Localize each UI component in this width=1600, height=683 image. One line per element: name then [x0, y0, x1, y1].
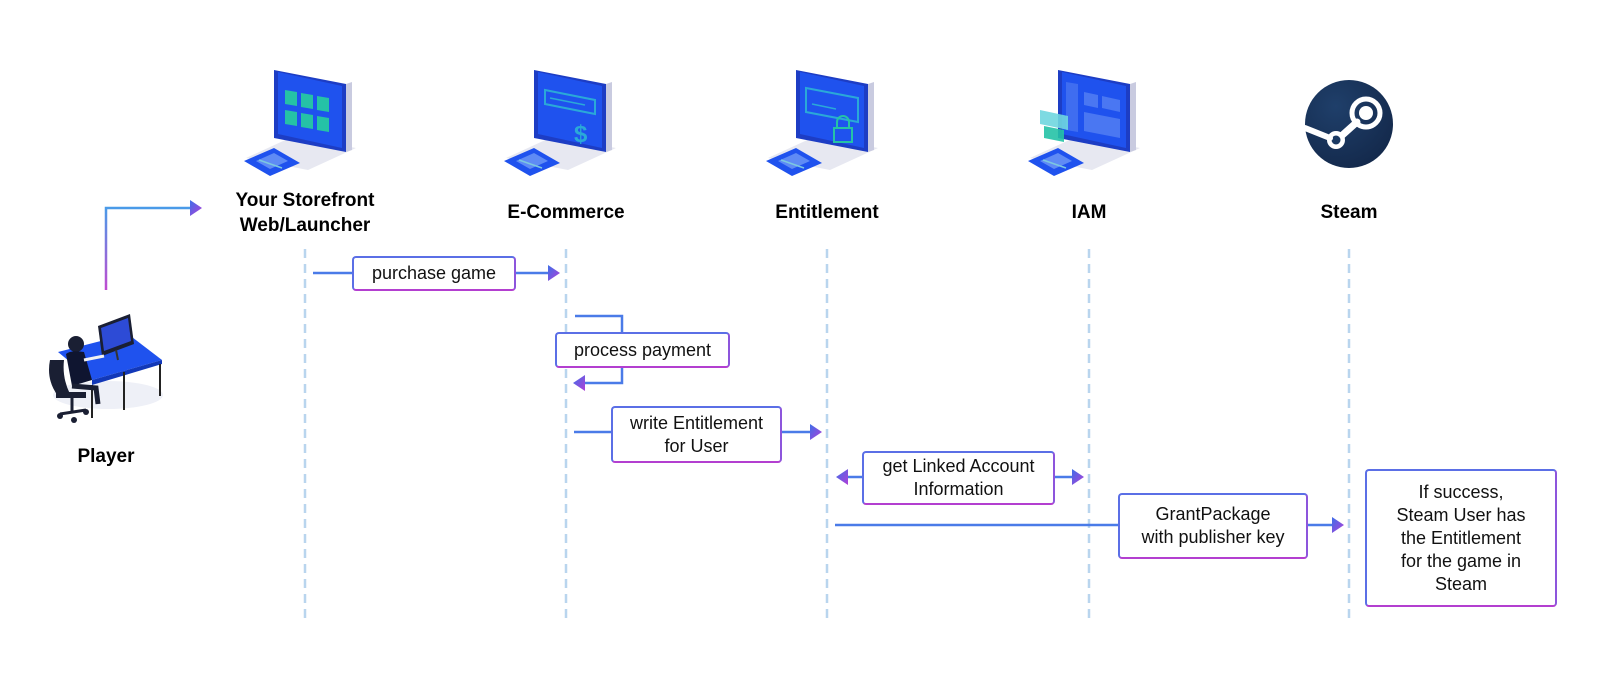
actor-label-ecommerce: E-Commerce [507, 202, 625, 223]
actor-label-player: Player [77, 446, 135, 467]
payment-monitor-icon: $ [504, 70, 616, 176]
dashboard-monitor-icon [1028, 70, 1140, 176]
arrowheads [548, 265, 1344, 533]
actor-label-steam: Steam [1320, 202, 1378, 223]
actor-label-storefront: Your Storefront Web/Launcher [235, 190, 375, 236]
lock-monitor-icon [766, 70, 878, 176]
actor-label-entitlement: Entitlement [775, 202, 879, 223]
arrowhead-icon [836, 469, 848, 485]
message-arrows [313, 271, 1332, 527]
arrowhead-icon [573, 375, 585, 391]
svg-text:$: $ [574, 121, 588, 148]
arrowhead-icon [1072, 469, 1084, 485]
arrowhead-icon [548, 265, 560, 281]
steam-logo-icon [1302, 80, 1393, 168]
message-linked-account: get Linked Account Information [862, 451, 1055, 505]
message-grant-package: GrantPackage with publisher key [1118, 493, 1308, 559]
message-purchase-game: purchase game [352, 256, 516, 291]
message-process-payment: process payment [555, 332, 730, 368]
storefront-monitor-icon [244, 70, 356, 176]
arrowhead-icon [1332, 517, 1344, 533]
note-result: If success, Steam User has the Entitleme… [1365, 469, 1557, 607]
arrowhead-icon [810, 424, 822, 440]
person-at-desk-icon [49, 314, 163, 423]
player-to-storefront-arrow [104, 200, 202, 290]
message-write-entitlement: write Entitlement for User [611, 406, 782, 463]
lifelines [303, 249, 1351, 622]
actor-label-iam: IAM [1071, 202, 1107, 223]
arrowhead-icon [190, 200, 202, 216]
